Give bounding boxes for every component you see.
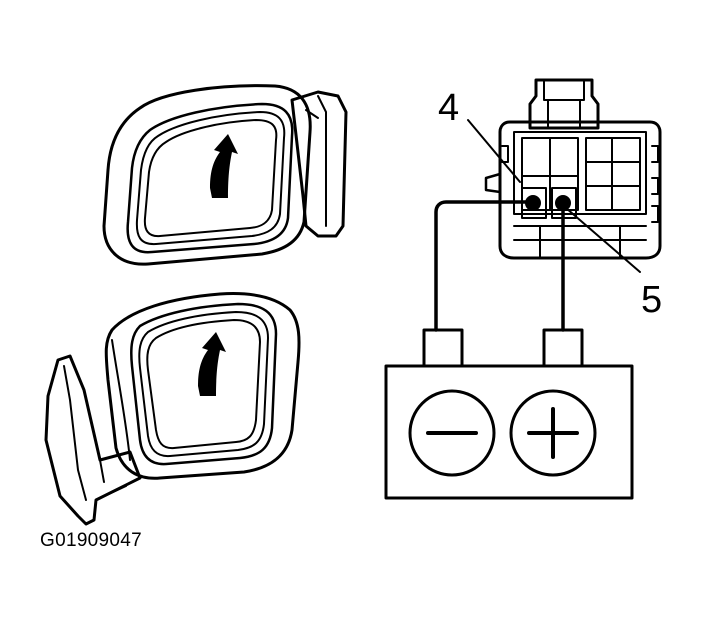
battery-negative-post — [422, 328, 464, 368]
mirror-connector — [484, 78, 662, 260]
battery-body — [384, 364, 634, 500]
negative-jumper-wire — [434, 200, 528, 332]
upper-mirror — [102, 84, 348, 266]
plus-icon — [509, 389, 597, 477]
lower-mirror-base — [44, 354, 142, 526]
lower-mirror-housing — [104, 292, 301, 480]
lower-mirror-glass — [146, 319, 261, 450]
pin-5-terminal — [555, 195, 571, 211]
pin-5-label: 5 — [641, 279, 662, 321]
upper-mirror-housing — [102, 84, 312, 266]
pin-4-terminal — [525, 195, 541, 211]
pin-4-label: 4 — [438, 87, 459, 129]
lower-mirror — [44, 292, 301, 526]
upper-mirror-mount — [290, 90, 348, 238]
battery — [384, 328, 634, 500]
connector-body — [498, 120, 662, 260]
pin-4-leader — [467, 119, 521, 183]
upper-mirror-glass — [143, 119, 278, 238]
figure-id: G01909047 — [40, 530, 143, 551]
battery-positive-post — [542, 328, 584, 368]
connector-latch — [528, 78, 600, 130]
pin-5-leader — [565, 207, 641, 273]
up-arrow-icon-lower — [198, 332, 226, 396]
minus-icon — [408, 389, 496, 477]
up-arrow-icon — [210, 134, 238, 198]
